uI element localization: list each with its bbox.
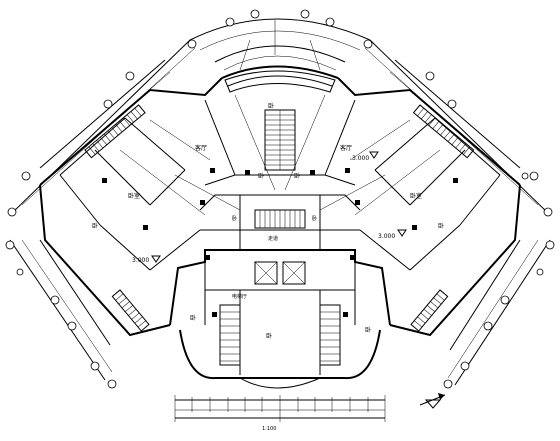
interior-walls — [59, 99, 501, 375]
north-arrow-icon — [419, 393, 446, 406]
room-labels: 卧 客厅 客厅 卧室 卧 卧室 卧 卧 卧 卧 卧 卧 卧 卧 走道 电梯厅 3… — [92, 102, 444, 432]
axis-bubbles — [5, 9, 555, 389]
room-right-bedroom: 卧室 — [410, 192, 422, 200]
scale-note: 1:100 — [262, 426, 276, 432]
top-dimension-arcs — [189, 18, 371, 71]
balcony-hatching — [84, 70, 475, 332]
room-bottom-center: 卧 — [266, 332, 272, 340]
room-left-main: 卧 — [92, 222, 98, 230]
room-top-right: 客厅 — [340, 144, 352, 152]
room-top-center: 卧 — [268, 102, 274, 110]
elevators — [254, 261, 306, 285]
room-center-right: 卧 — [294, 172, 300, 180]
room-top-left: 客厅 — [195, 144, 207, 152]
wiring-lines — [119, 20, 441, 216]
room-right-main: 卧 — [438, 222, 444, 230]
room-left-bedroom: 卧室 — [128, 192, 140, 200]
stairs — [219, 109, 341, 366]
left-dimension-chain — [9, 39, 196, 381]
room-center-left: 卧 — [258, 172, 264, 180]
structural-columns — [102, 168, 458, 317]
level-left: 3.000 — [132, 257, 149, 264]
level-top-right: 3.000 — [352, 155, 369, 162]
outer-walls — [39, 65, 521, 389]
bottom-label: 电梯厅 — [232, 293, 247, 300]
room-bottom-right: 卧 — [365, 326, 371, 334]
bottom-dimension-chain — [174, 395, 386, 422]
level-right: 3.000 — [378, 233, 395, 240]
corridor-label: 走道 — [268, 235, 278, 242]
room-bottom-left-small: 卧 — [190, 314, 196, 322]
room-hall-right: 卧 — [312, 215, 317, 222]
room-hall-left: 卧 — [232, 215, 237, 222]
